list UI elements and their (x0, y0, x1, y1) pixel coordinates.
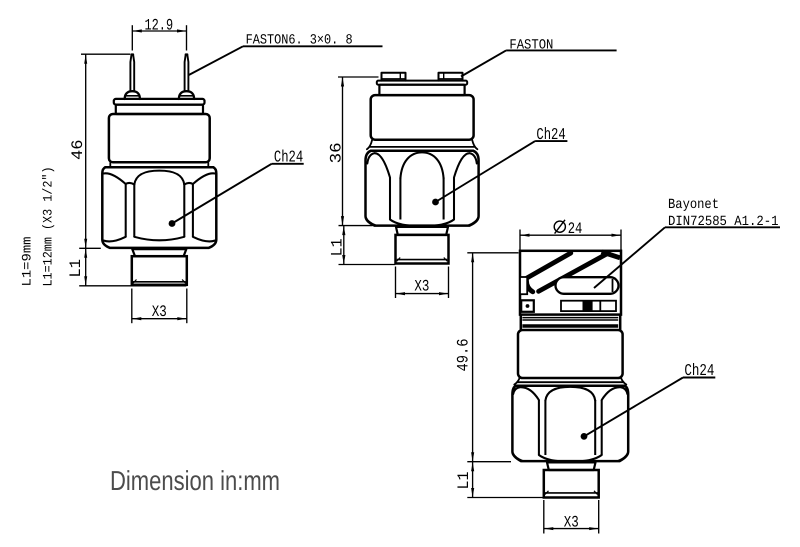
svg-text:Ch24: Ch24 (536, 125, 565, 144)
svg-text:X3: X3 (152, 303, 167, 321)
svg-text:L1: L1 (329, 238, 347, 256)
svg-text:X3: X3 (414, 277, 429, 295)
svg-text:46: 46 (69, 139, 87, 160)
svg-text:12.9: 12.9 (145, 16, 174, 34)
svg-text:Ch24: Ch24 (684, 361, 714, 380)
svg-text:DIN72585 A1.2-1: DIN72585 A1.2-1 (668, 214, 779, 230)
svg-text:L1: L1 (67, 259, 85, 278)
svg-text:49.6: 49.6 (455, 339, 473, 372)
svg-text:Ch24: Ch24 (274, 147, 303, 166)
svg-text:Bayonet: Bayonet (668, 197, 719, 213)
svg-text:Dimension in:mm: Dimension in:mm (110, 465, 280, 496)
svg-text:FASTON: FASTON (509, 37, 553, 53)
svg-text:L1=12mm (X3 1/2"): L1=12mm (X3 1/2") (41, 167, 56, 287)
svg-text:L1: L1 (455, 472, 473, 490)
svg-text:36: 36 (328, 142, 346, 163)
svg-text:FASTON6. 3×0. 8: FASTON6. 3×0. 8 (246, 32, 353, 48)
svg-text:X3: X3 (564, 514, 579, 532)
svg-text:L1=9mm: L1=9mm (20, 236, 35, 286)
svg-text:24: 24 (568, 220, 583, 238)
